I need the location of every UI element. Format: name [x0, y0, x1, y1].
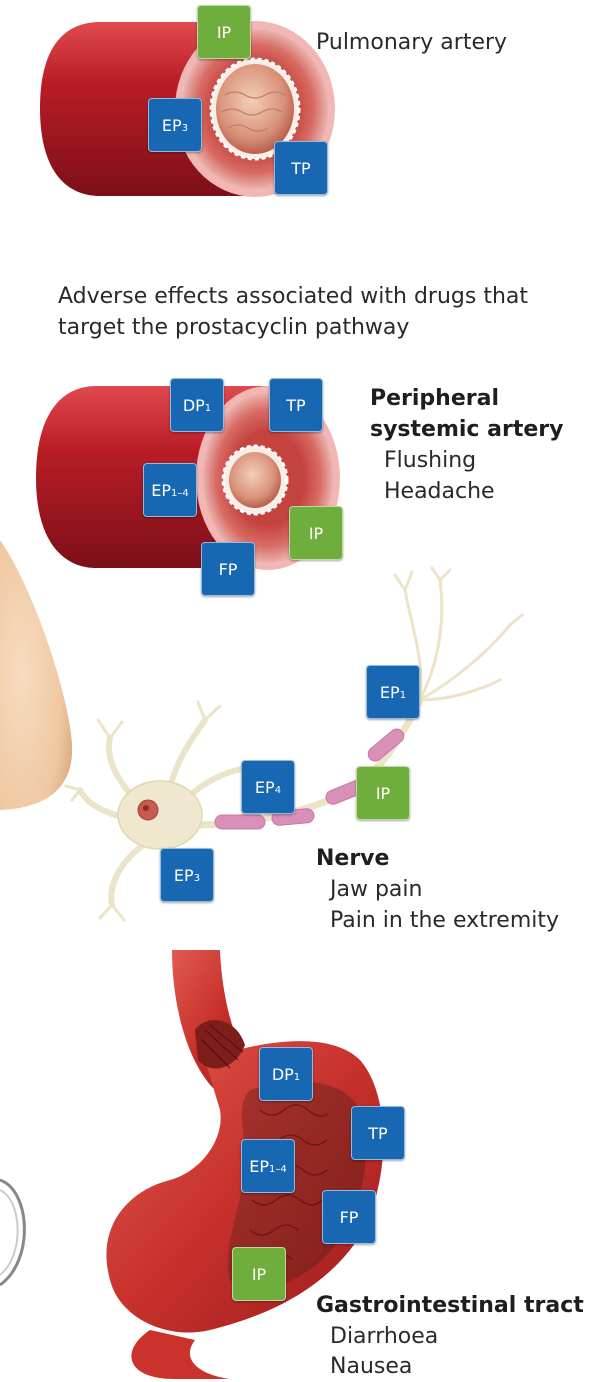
- nerve-illustration: [66, 568, 522, 920]
- label-gastrointestinal-tract: Gastrointestinal tract: [316, 1290, 584, 1321]
- label-peripheral-line1: Peripheral: [370, 383, 499, 414]
- receptor-ip-nerve: IP: [356, 766, 410, 820]
- nose-illustration: [0, 540, 72, 810]
- receptor-fp-peripheral: FP: [201, 542, 255, 596]
- label-peripheral-line2: systemic artery: [370, 414, 563, 445]
- receptor-tp-gi: TP: [351, 1106, 405, 1160]
- receptor-ep3-pulmonary: EP3: [148, 98, 202, 152]
- receptor-dp1-peripheral: DP1: [170, 378, 224, 432]
- effect-headache: Headache: [370, 476, 495, 507]
- receptor-tp-pulmonary: TP: [274, 141, 328, 195]
- receptor-ep1-nerve: EP1: [366, 665, 420, 719]
- receptor-dp1-gi: DP1: [259, 1047, 313, 1101]
- receptor-ep1-4-peripheral: EP1–4: [143, 463, 197, 517]
- receptor-ip-gi: IP: [232, 1247, 286, 1301]
- receptor-ip-peripheral: IP: [289, 506, 343, 560]
- ring-outline: [0, 1180, 24, 1285]
- receptor-ep1-4-gi: EP1–4: [241, 1139, 295, 1193]
- receptor-ep3-nerve: EP3: [160, 848, 214, 902]
- receptor-tp-peripheral: TP: [269, 378, 323, 432]
- receptor-ip-pulmonary: IP: [197, 5, 251, 59]
- effect-pain-extremity: Pain in the extremity: [316, 905, 559, 936]
- label-pulmonary-artery: Pulmonary artery: [316, 27, 507, 58]
- intro-text-line1: Adverse effects associated with drugs th…: [58, 281, 528, 312]
- effect-nausea: Nausea: [316, 1351, 412, 1382]
- receptor-fp-gi: FP: [322, 1190, 376, 1244]
- effect-diarrhoea: Diarrhoea: [316, 1321, 438, 1352]
- label-nerve: Nerve: [316, 843, 389, 874]
- intro-text-line2: target the prostacyclin pathway: [58, 312, 409, 343]
- effect-flushing: Flushing: [370, 445, 476, 476]
- receptor-ep4-nerve: EP4: [241, 760, 295, 814]
- effect-jaw-pain: Jaw pain: [316, 874, 422, 905]
